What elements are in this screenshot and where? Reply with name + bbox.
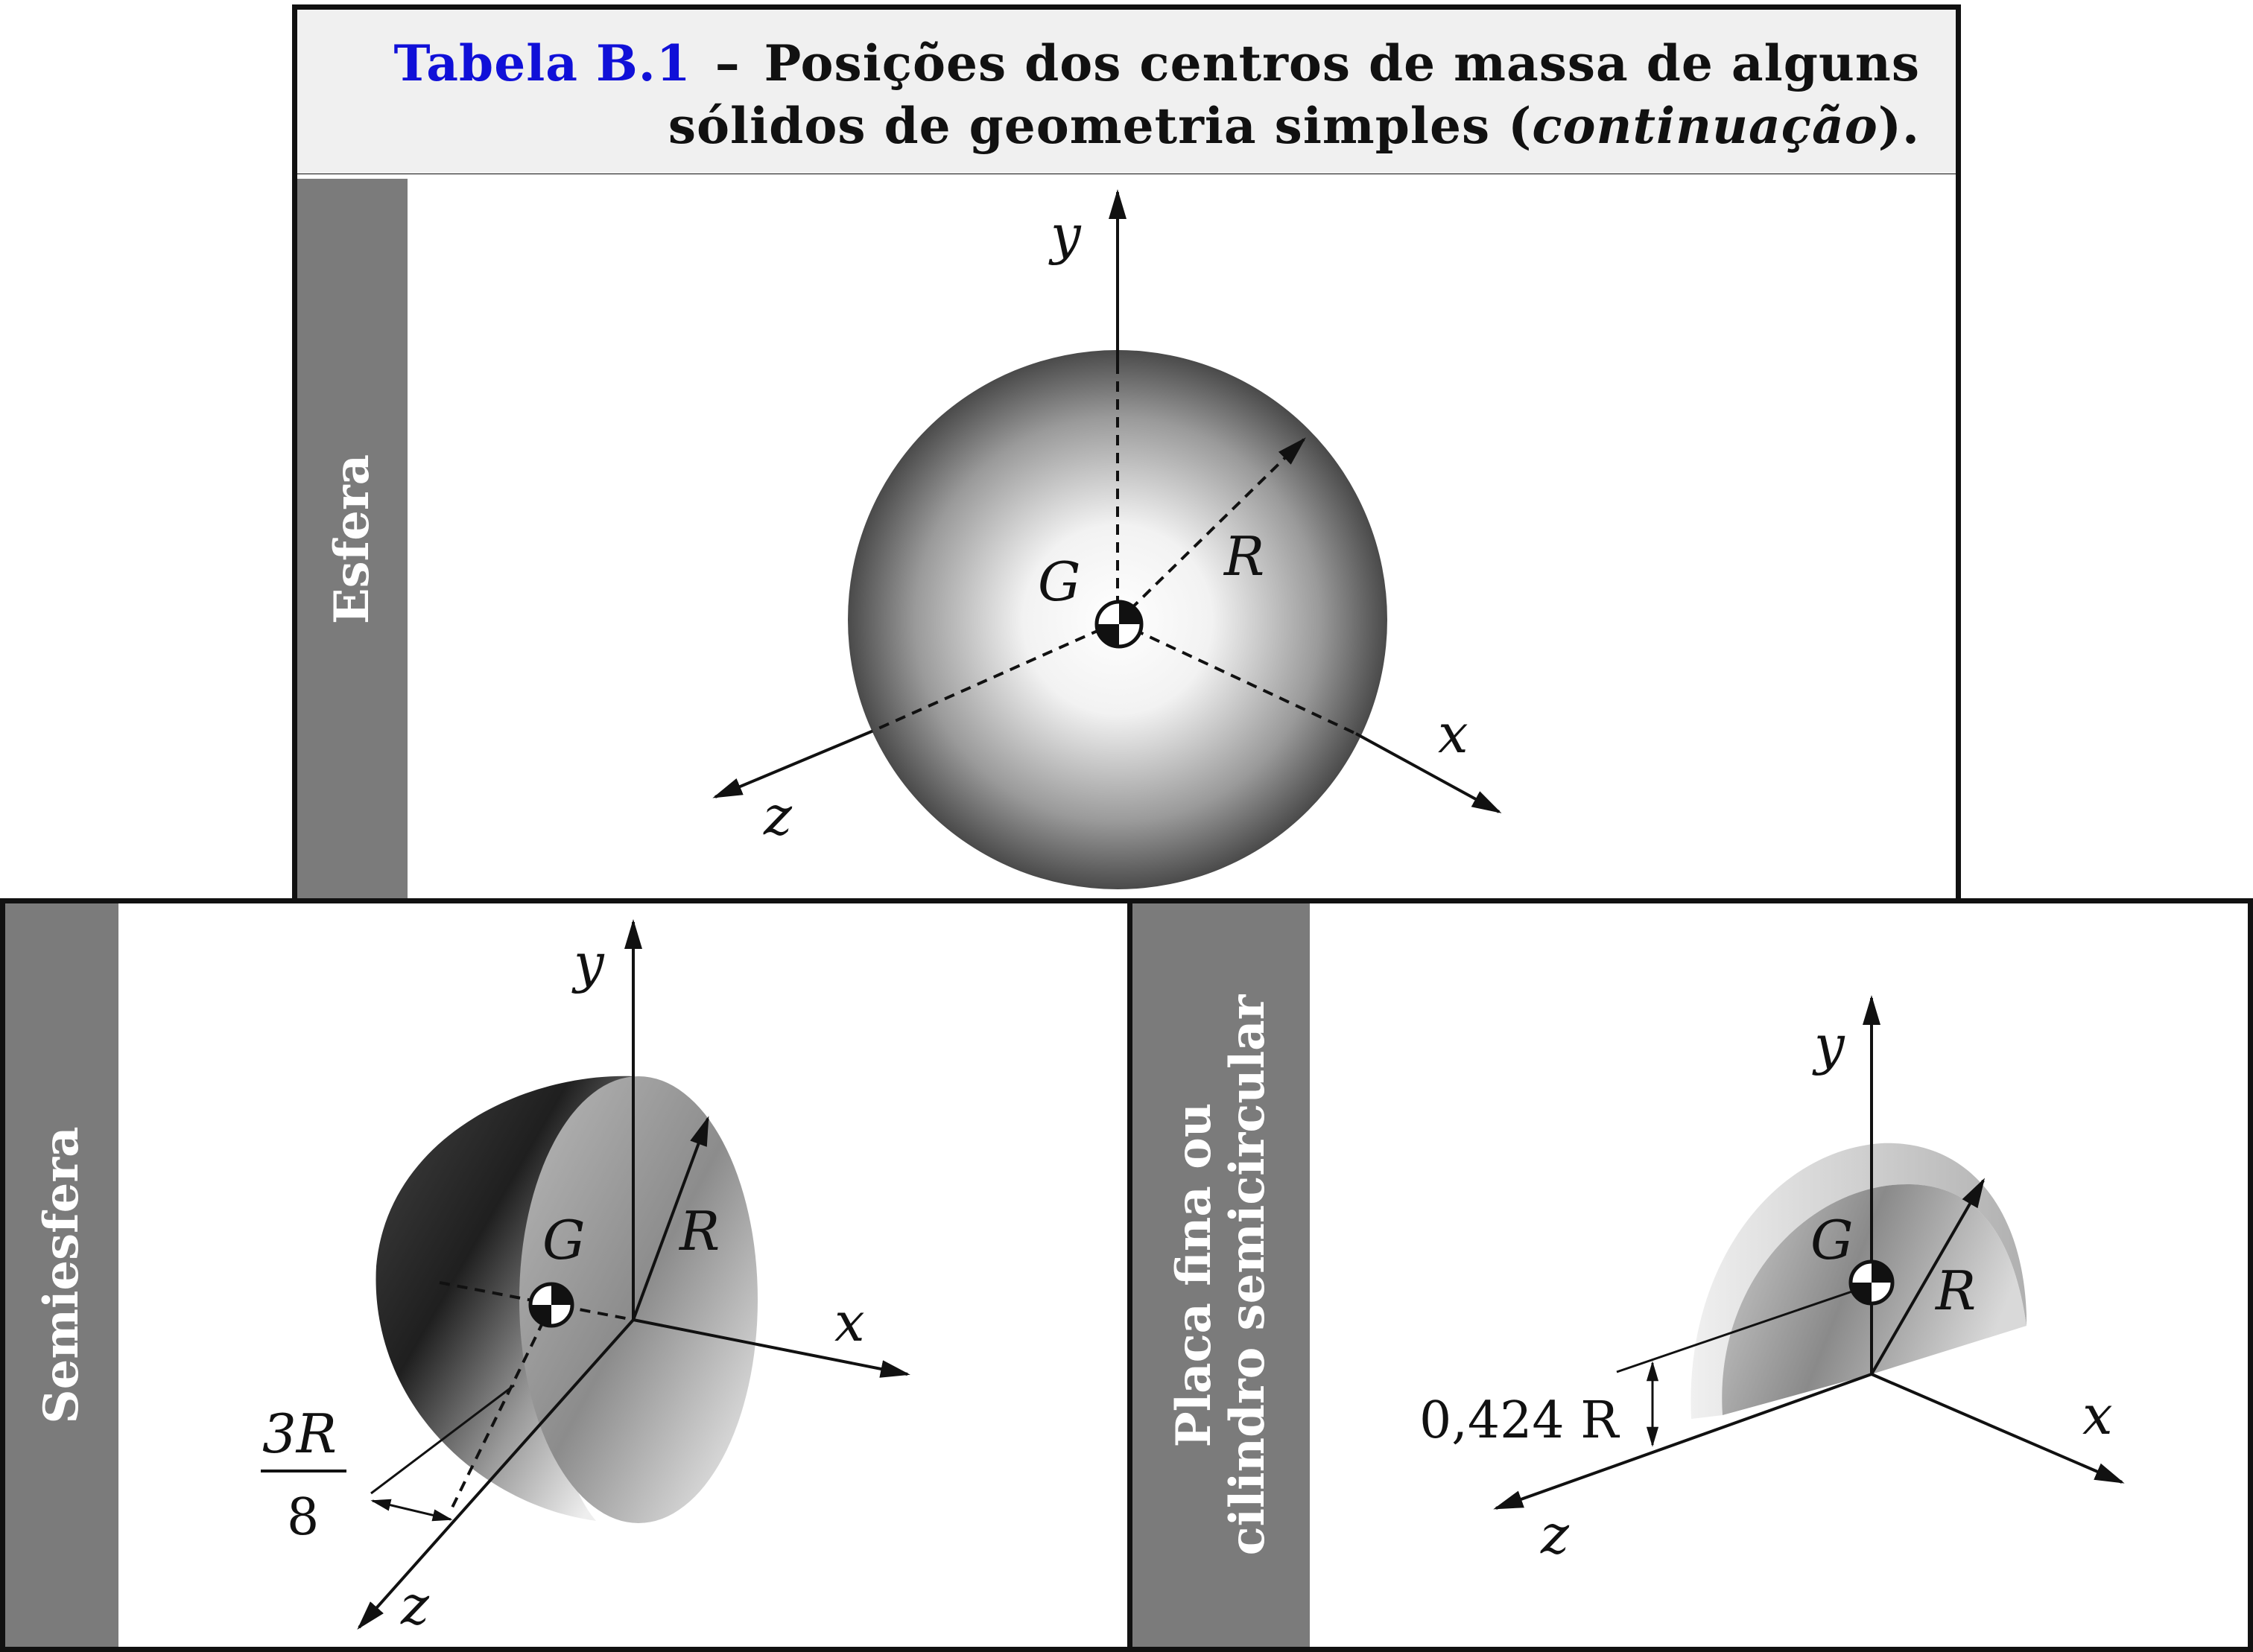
- hemisphere-diagram: y G R x z 3R 8: [261, 919, 910, 1636]
- semicircular-panel: [1127, 898, 2253, 1652]
- hemisphere-side-bar: Semiesfera: [5, 903, 118, 1647]
- hemisphere-label-x: x: [834, 1291, 865, 1353]
- sphere-label-y: y: [1048, 203, 1082, 266]
- semicircular-diagram: y G R x z 0,424 R: [1419, 995, 2125, 1566]
- sphere-z-axis-hidden: [871, 620, 1118, 733]
- hemisphere-x-axis: [633, 1318, 910, 1378]
- semicircular-label-x: x: [2082, 1384, 2113, 1446]
- hemisphere-z-axis: [357, 1318, 635, 1630]
- caption-text-1: Posições dos centros de massa de alguns: [764, 34, 1920, 92]
- semicircular-dist-label: 0,424 R: [1419, 1391, 1620, 1450]
- sphere-centroid-icon: [1094, 600, 1144, 649]
- hemisphere-label-G: G: [542, 1209, 586, 1271]
- hemisphere-centroid-drop: [449, 1304, 553, 1511]
- hemisphere-centroid-icon: [528, 1282, 574, 1328]
- hemisphere-radius-line: [632, 1116, 709, 1321]
- semicircular-label-y: y: [1812, 1014, 1845, 1076]
- semicircular-centroid-icon: [1848, 1259, 1895, 1306]
- semicircular-side-bar: Placa fina ou cilindro semicircular: [1132, 903, 1310, 1647]
- sphere-side-bar: Esfera: [297, 179, 408, 900]
- caption-line-2: sólidos de geometria simples (continuaçã…: [340, 95, 1920, 157]
- hemisphere-flat-face: [519, 1076, 758, 1523]
- sphere-label-R: R: [1223, 525, 1264, 588]
- sphere-z-axis: [712, 730, 872, 798]
- semicircular-label-G: G: [1810, 1209, 1854, 1271]
- hemisphere-label-R: R: [678, 1200, 720, 1262]
- table-number: Tabela B.1: [393, 34, 691, 92]
- caption-text-2-end: ).: [1878, 97, 1920, 155]
- table-caption-box: Tabela B.1 – Posições dos centros de mas…: [292, 4, 1961, 179]
- hemisphere-label-y: y: [571, 932, 605, 994]
- caption-line-1: Tabela B.1 – Posições dos centros de mas…: [340, 32, 1920, 95]
- hemisphere-label-z: z: [400, 1574, 430, 1636]
- semicircular-radius-line: [1870, 1178, 1985, 1375]
- caption-text-2: sólidos de geometria simples (: [668, 97, 1533, 155]
- caption-continuation: continuação: [1532, 97, 1878, 155]
- semicircular-x-axis: [1871, 1373, 2125, 1484]
- semicircular-label-R: R: [1934, 1259, 1976, 1322]
- sphere-label-x: x: [1438, 702, 1468, 765]
- sphere-label-G: G: [1038, 550, 1081, 613]
- hemisphere-dist-denominator: 8: [287, 1488, 319, 1547]
- semicircular-label-z: z: [1540, 1503, 1570, 1566]
- semicircular-extension-line: [1616, 1283, 1872, 1373]
- semicircular-z-axis: [1493, 1373, 1872, 1510]
- caption-dash: –: [714, 34, 741, 92]
- hemisphere-dist-numerator: 3R: [262, 1402, 337, 1465]
- semicircular-body: [1690, 1143, 2027, 1419]
- sphere-diagram: y G R x z: [712, 189, 1502, 889]
- hemisphere-extension-line: [370, 1384, 515, 1495]
- table-caption: Tabela B.1 – Posições dos centros de mas…: [340, 32, 1920, 157]
- sphere-label-z: z: [763, 784, 793, 847]
- sphere-x-axis-hidden: [1117, 620, 1357, 735]
- hemisphere-dimension-arrow: [370, 1499, 453, 1522]
- sphere-x-axis: [1355, 732, 1502, 813]
- sphere-radius-line: [1116, 437, 1306, 623]
